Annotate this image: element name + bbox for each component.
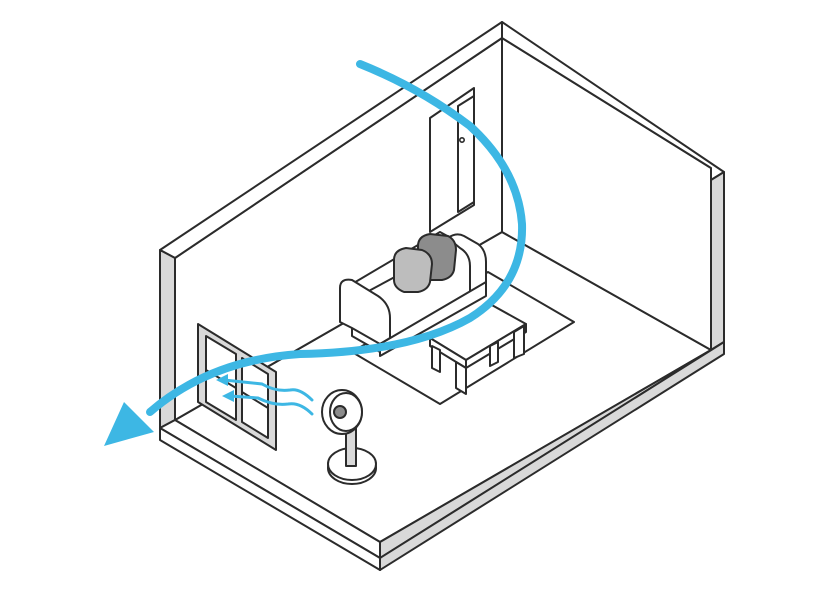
room (159, 21, 725, 571)
fan-airstreams (216, 374, 314, 416)
sofa-icon (339, 231, 487, 357)
floor-slab-right (379, 341, 725, 571)
coffee-table-icon (429, 303, 527, 395)
wall-side-right (710, 171, 725, 351)
fan-icon (321, 389, 377, 485)
wall-top-edge-right (501, 21, 725, 181)
cushion-front (393, 247, 433, 293)
airflow-arrow-icon (104, 60, 527, 446)
